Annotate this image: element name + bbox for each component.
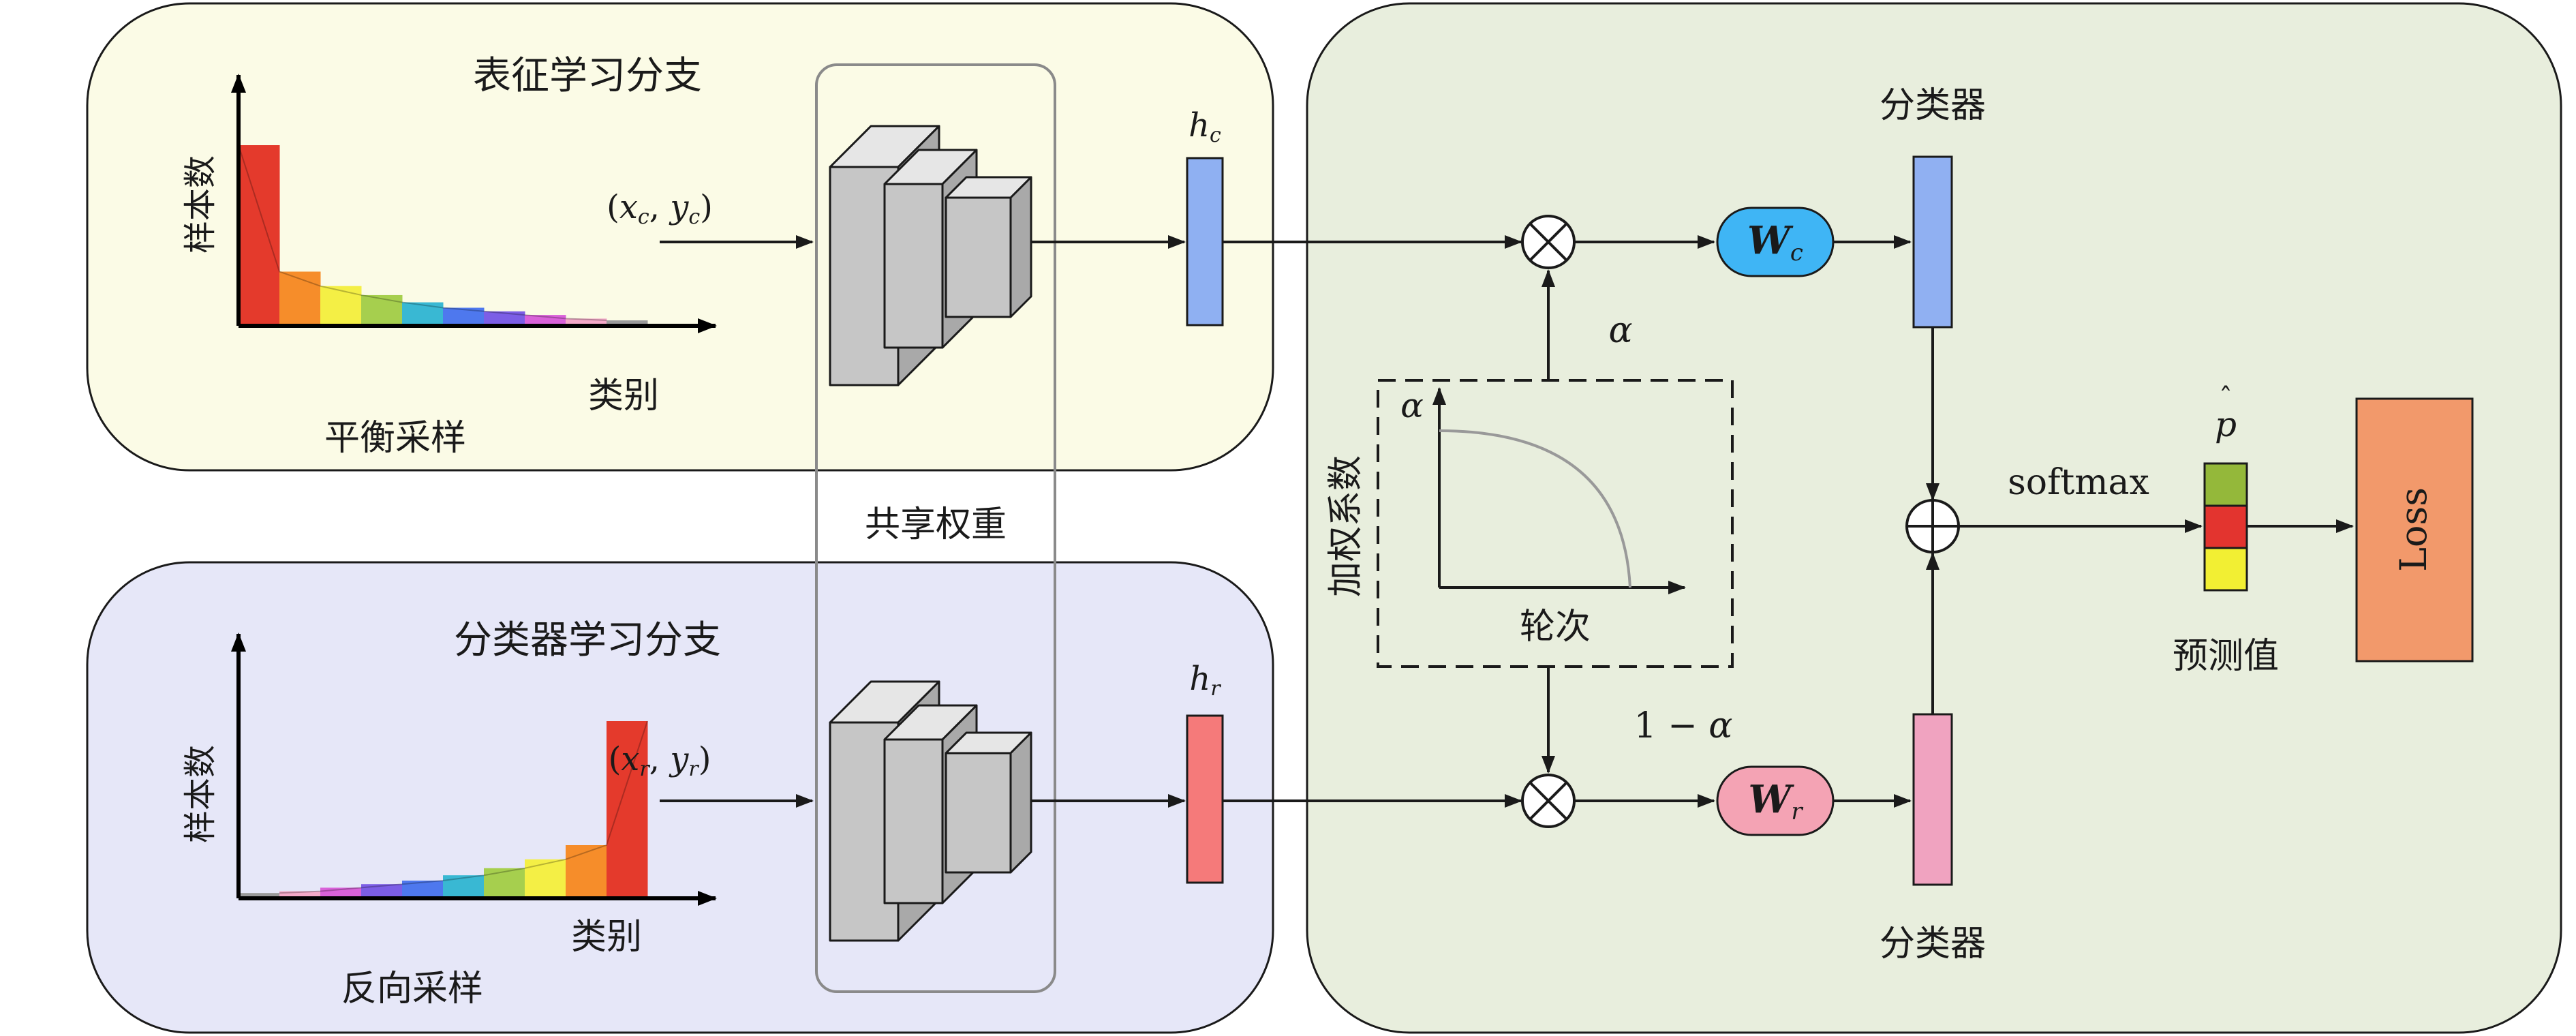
feature-hr-bar: [1186, 714, 1224, 884]
weight-coefficient-box: [1377, 379, 1734, 668]
histogram-bar: [361, 294, 403, 326]
alpha-decay-curve: [1439, 429, 1631, 588]
shared-weights-frame: [815, 63, 1056, 993]
balanced-histogram: [231, 74, 717, 333]
histogram-bar: [443, 875, 485, 898]
backbone-bottom: [829, 680, 1032, 942]
loss-label: Loss: [2392, 487, 2435, 572]
prediction-label: 预测值: [2173, 636, 2279, 677]
classifier-top-bar: [1912, 155, 1953, 329]
loss-box: [2355, 397, 2474, 662]
feature-hc-bar: [1186, 157, 1224, 326]
histogram-bar: [484, 311, 525, 326]
hist-bottom-y-label: 样本数: [181, 745, 219, 843]
sum-node: [1905, 499, 1960, 553]
histogram-bar: [279, 271, 321, 326]
histogram-bar: [279, 891, 321, 898]
histogram-bar: [525, 315, 566, 326]
classifier-top-label: 分类器: [1880, 85, 1986, 126]
histogram-bar: [361, 884, 403, 898]
histogram-bar: [402, 881, 444, 898]
rep-branch-title: 表征学习分支: [473, 54, 702, 98]
input-r-label: (xr, yr): [609, 740, 711, 781]
backbone-top: [829, 125, 1032, 386]
hist-top-y-label: 样本数: [181, 155, 219, 254]
histogram-bar: [525, 859, 566, 898]
histogram-bar: [484, 868, 525, 898]
histogram-bar: [607, 721, 648, 898]
weight-coefficient-label: 加权系数: [1325, 455, 1366, 597]
alpha-label: α: [1608, 310, 1632, 351]
histogram-bar: [566, 318, 607, 326]
classifier-bottom-label: 分类器: [1880, 924, 1986, 964]
feature-hc-label: hc: [1189, 106, 1221, 147]
input-c-label: (xc, yc): [607, 188, 713, 229]
histogram-bar: [566, 845, 607, 898]
reverse-sampling-label: 反向采样: [341, 969, 483, 1009]
histogram-bar: [320, 887, 362, 898]
prediction-vector: [2203, 462, 2248, 592]
histogram-outline: [279, 720, 648, 894]
hist-bottom-x-label: 类别: [571, 917, 642, 958]
p-hat-accent: ˆ: [2219, 383, 2233, 414]
histogram-bar: [402, 302, 444, 326]
weight-wc-label: Wc: [1747, 218, 1803, 266]
histogram-bar: [607, 320, 648, 326]
classifier-bottom-bar: [1912, 713, 1953, 886]
cls-branch-panel: [86, 561, 1274, 1034]
curve-alpha-label: α: [1400, 386, 1424, 425]
balanced-sampling-label: 平衡采样: [324, 418, 466, 459]
softmax-label: softmax: [2008, 462, 2149, 503]
cls-branch-title: 分类器学习分支: [454, 618, 721, 662]
hist-top-x-label: 类别: [588, 376, 659, 416]
feature-hr-label: hr: [1189, 660, 1221, 701]
histogram-bar: [239, 145, 280, 326]
rep-branch-panel: [86, 2, 1274, 472]
multiply-top: [1521, 215, 1576, 269]
reverse-histogram: [231, 633, 717, 906]
histogram-bar: [443, 307, 485, 326]
one-minus-alpha-label: 1 − α: [1634, 705, 1733, 746]
p-hat-label: p: [2215, 405, 2237, 444]
histogram-bar: [320, 286, 362, 326]
weight-wr-label: Wr: [1748, 777, 1803, 825]
histogram-bar: [239, 893, 280, 898]
histogram-outline: [238, 144, 607, 322]
epoch-label: 轮次: [1520, 607, 1591, 648]
multiply-bottom: [1521, 774, 1576, 828]
shared-weights-label: 共享权重: [865, 504, 1007, 545]
